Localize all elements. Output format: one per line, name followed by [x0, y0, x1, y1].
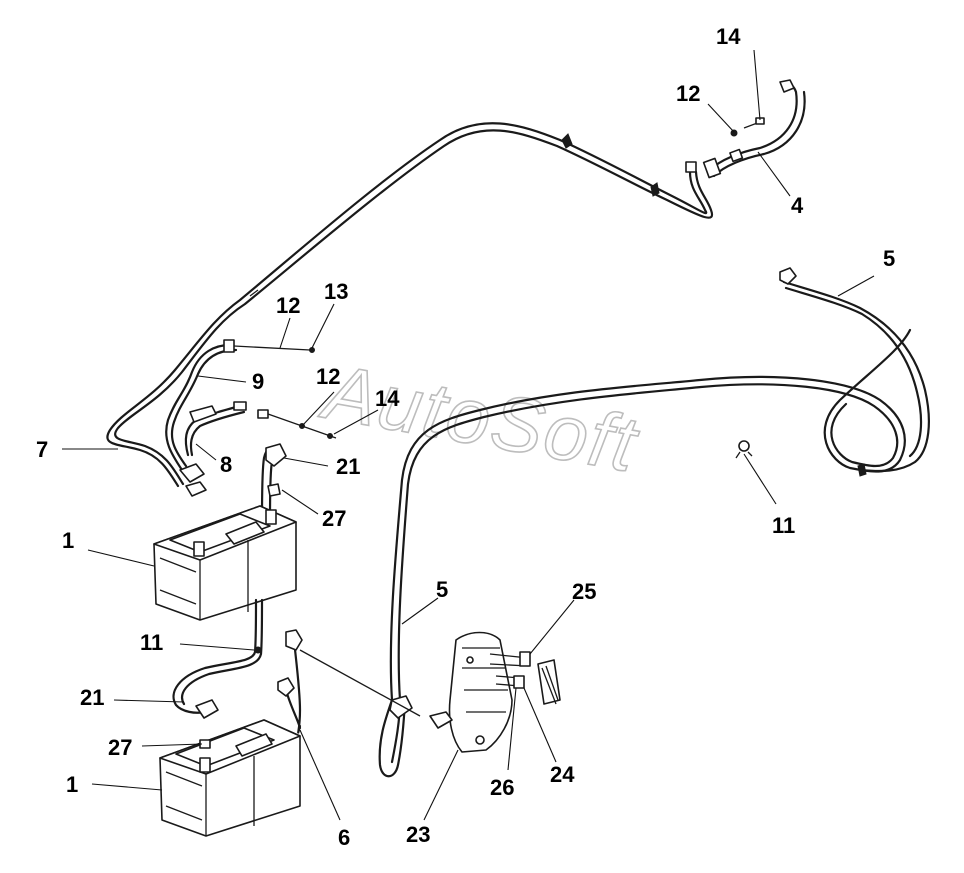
callout-24: 24: [550, 762, 575, 787]
leader-lines: [62, 49, 875, 821]
callout-12: 12: [316, 364, 340, 389]
cable-11: [172, 598, 264, 719]
callout-27: 27: [322, 506, 346, 531]
callout-11: 11: [140, 630, 163, 655]
cable-6: [277, 629, 421, 734]
callout-5: 5: [436, 577, 448, 602]
callout-9: 9: [252, 369, 264, 394]
cable-9: [165, 339, 315, 472]
callout-5: 5: [883, 246, 895, 271]
cable-8: [179, 401, 337, 497]
callout-21: 21: [336, 454, 360, 479]
battery-1-lower: [159, 719, 301, 837]
callout-23: 23: [406, 822, 430, 847]
clip-11: [735, 440, 753, 459]
cable-4: [685, 79, 806, 179]
callout-11: 11: [772, 513, 795, 538]
callout-12: 12: [276, 293, 300, 318]
cable-7: [106, 122, 714, 488]
callout-8: 8: [220, 452, 232, 477]
callout-1: 1: [62, 528, 74, 553]
part-23-box: [429, 631, 561, 753]
callout-labels: 14 12 4 5 12 13 9 12 14 7 8 21 27 11 1 5…: [36, 24, 895, 850]
callout-1: 1: [66, 772, 78, 797]
callout-25: 25: [572, 579, 596, 604]
battery-1-upper: [153, 505, 297, 621]
callout-26: 26: [490, 775, 514, 800]
callout-14: 14: [716, 24, 741, 49]
callout-12: 12: [676, 81, 700, 106]
callout-4: 4: [791, 193, 804, 218]
callout-6: 6: [338, 825, 350, 850]
callout-21: 21: [80, 685, 104, 710]
callout-13: 13: [324, 279, 348, 304]
callout-14: 14: [375, 386, 400, 411]
callout-27: 27: [108, 735, 132, 760]
callout-7: 7: [36, 437, 48, 462]
